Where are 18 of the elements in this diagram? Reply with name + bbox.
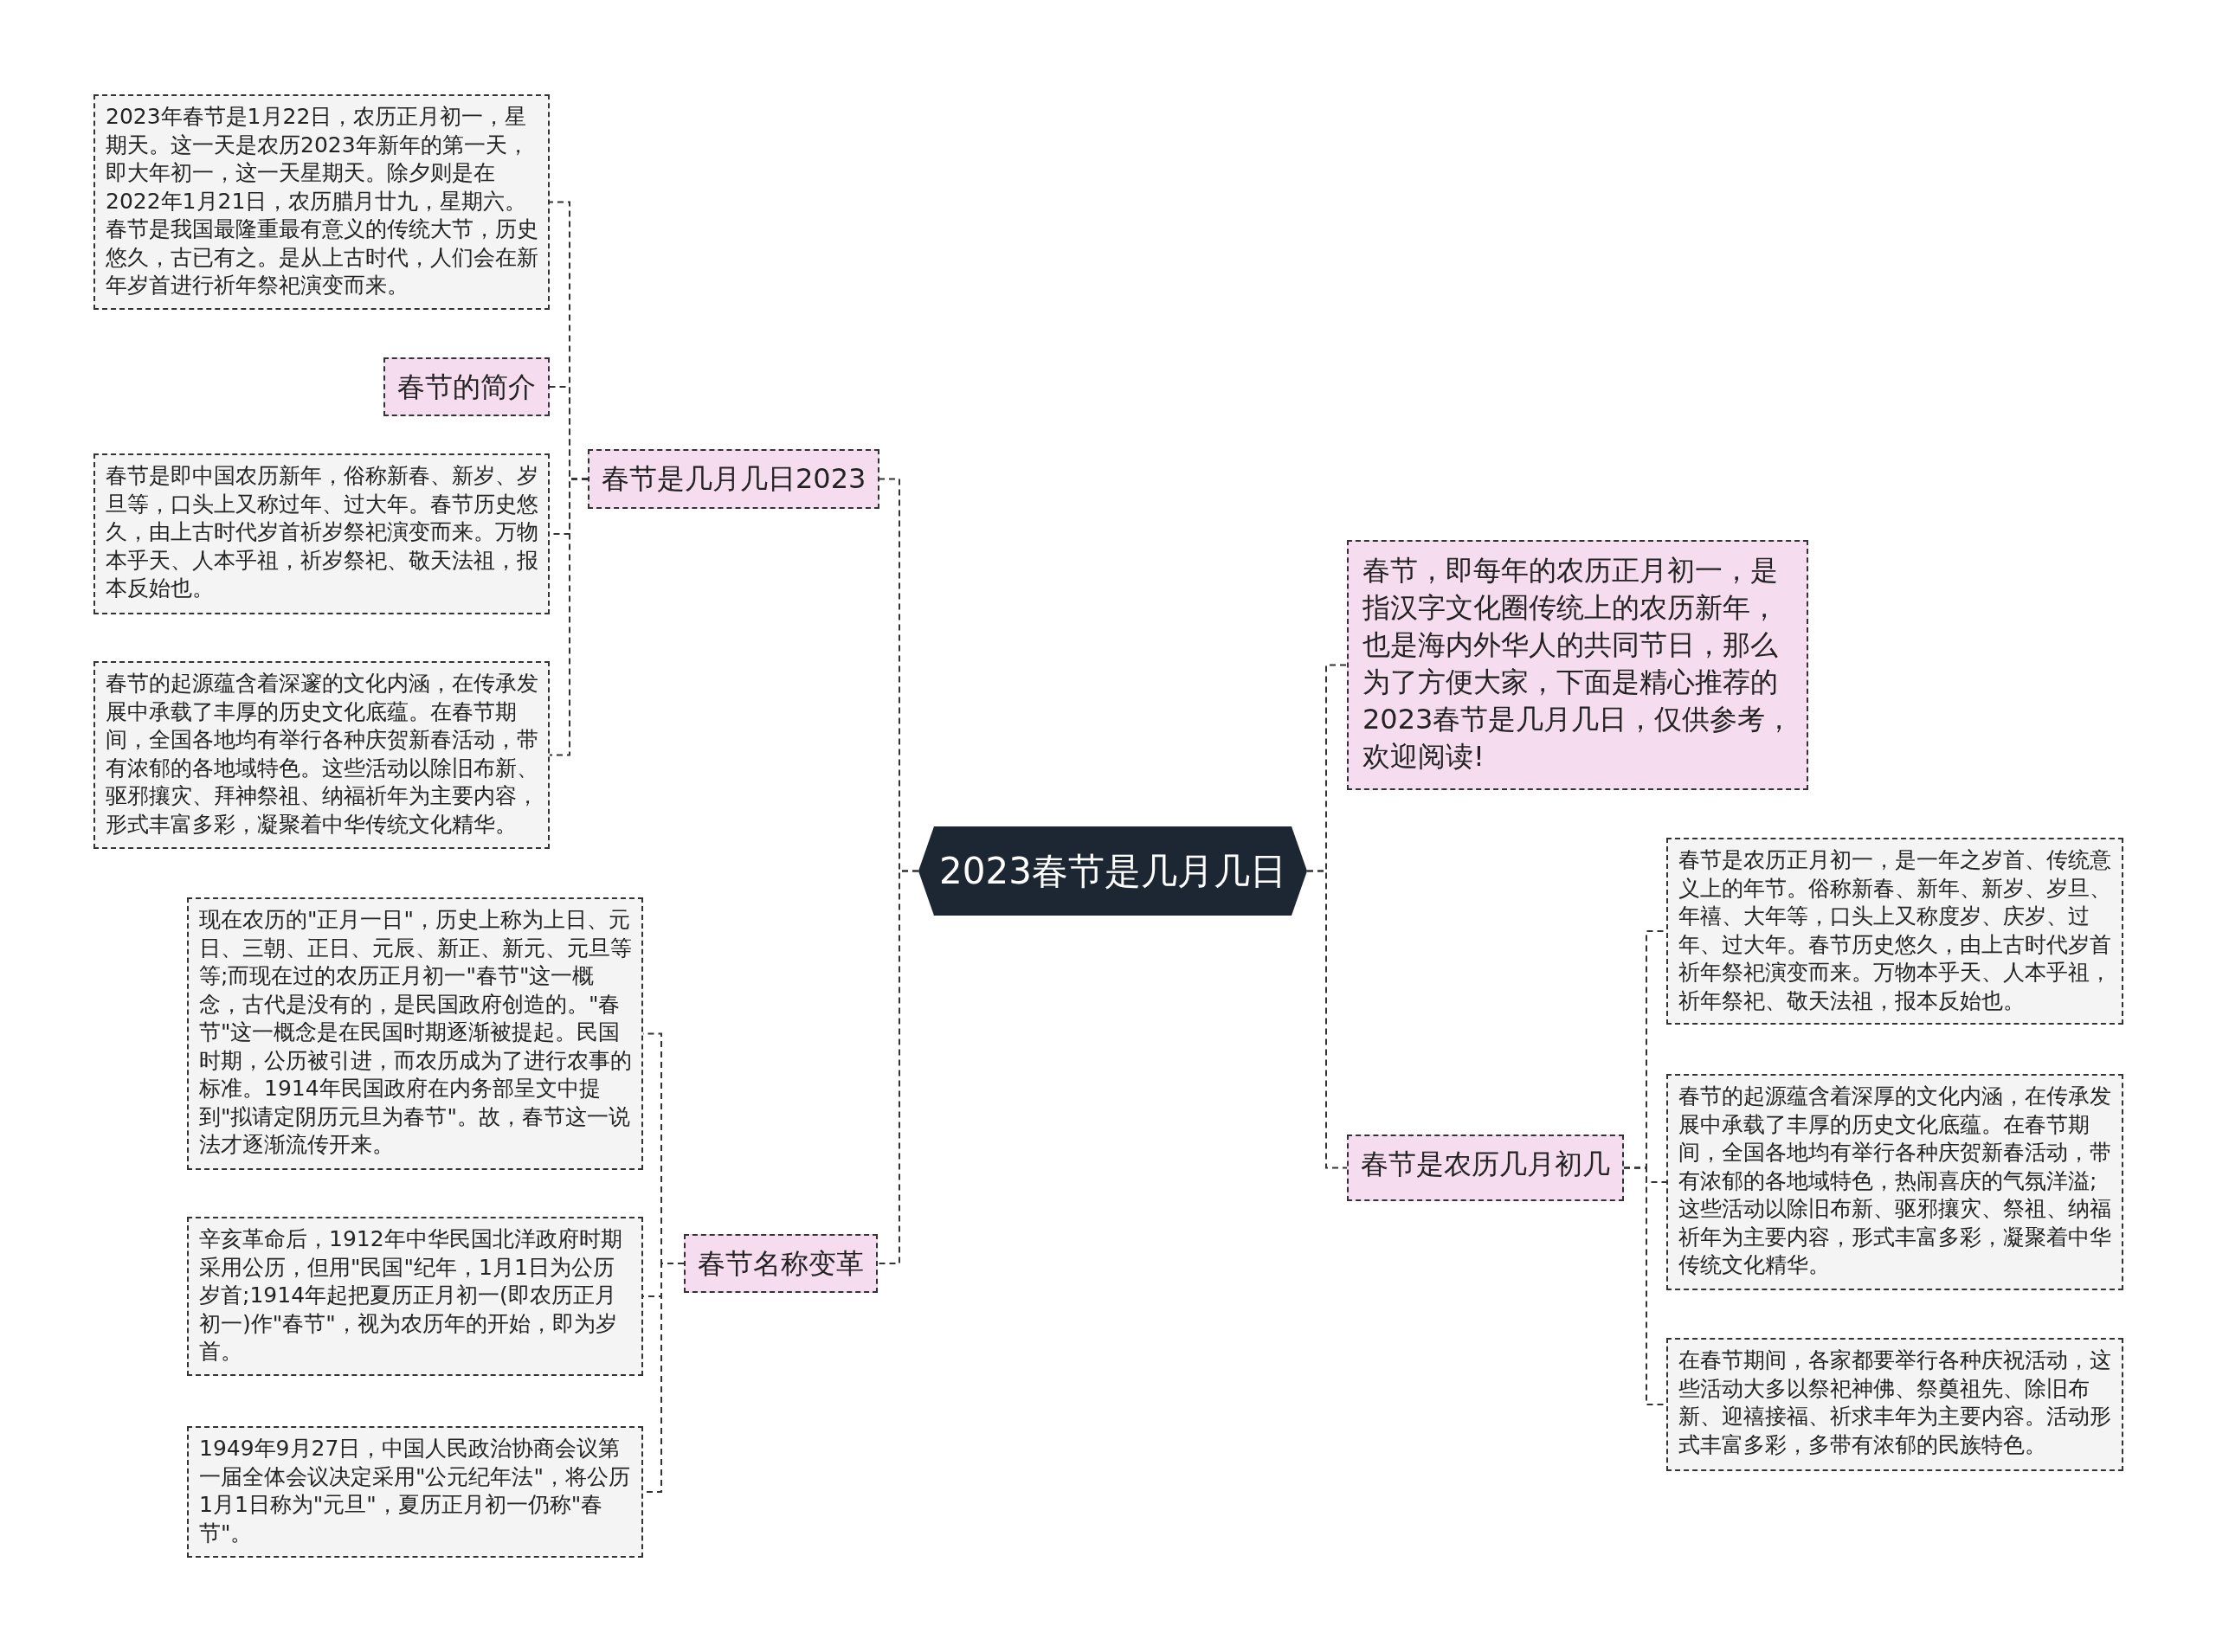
intro-box: 春节，即每年的农历正月初一，是指汉字文化圈传统上的农历新年，也是海内外华人的共同节日，那么为了方便大家，下面是精心推荐的2023春节是几月几日，仅供参考，欢迎阅读! bbox=[1347, 540, 1808, 790]
connector-line bbox=[1306, 870, 1348, 1169]
text-box: 辛亥革命后，1912年中华民国北洋政府时期采用公历，但用"民国"纪年，1月1日为公历岁首;1914年起把夏历正月初一(即农历正月初一)作"春节"，视为农历年的开始，即为岁首。 bbox=[187, 1217, 643, 1376]
topic-box: 春节名称变革 bbox=[684, 1234, 878, 1293]
topic-box: 春节是几月几日2023 bbox=[588, 449, 880, 509]
text-box: 现在农历的"正月一日"，历史上称为上日、元日、三朝、正日、元辰、新正、新元、元旦等等;而现在过的农历正月初一"春节"这一概念，古代是没有的，是民国政府创造的。"春节"这一概念是在民国时期逐渐被提起。民国时期，公历被引进，而农历成为了进行农事的标准。1914年民国政府在内务部呈文中提到"拟请定阴历元旦为春节"。故，春节这一说法才逐渐流传开来。 bbox=[187, 897, 643, 1170]
connector-line bbox=[877, 870, 919, 1264]
text-box: 春节的起源蕴含着深厚的文化内涵，在传承发展中承载了丰厚的历史文化底蕴。在春节期间，全国各地均有举行各种庆贺新春活动，带有浓郁的各地域特色，热闹喜庆的气氛洋溢;这些活动以除旧布新、驱邪攘灾、祭祖、纳福祈年为主要内容，形式丰富多彩，凝聚着中华传统文化精华。 bbox=[1666, 1074, 2123, 1290]
connector-line bbox=[549, 478, 589, 756]
text-box: 春节是即中国农历新年，俗称新春、新岁、岁旦等，口头上又称过年、过大年。春节历史悠久，由上古时代岁首祈岁祭祀演变而来。万物本乎天、人本乎祖，祈岁祭祀、敬天法祖，报本反始也。 bbox=[93, 453, 550, 614]
central-topic-hexagon: 2023春节是几月几日 bbox=[918, 826, 1307, 916]
text-box: 在春节期间，各家都要举行各种庆祝活动，这些活动大多以祭祀神佛、祭奠祖先、除旧布新、迎禧接福、祈求丰年为主要内容。活动形式丰富多彩，多带有浓郁的民族特色。 bbox=[1666, 1338, 2123, 1471]
text-box: 春节是农历正月初一，是一年之岁首、传统意义上的年节。俗称新春、新年、新岁、岁旦、年禧、大年等，口头上又称度岁、庆岁、过年、过大年。春节历史悠久，由上古时代岁首祈年祭祀演变而来。万物本乎天、人本乎祖，祈年祭祀、敬天法祖，报本反始也。 bbox=[1666, 838, 2123, 1025]
text-box: 春节的起源蕴含着深邃的文化内涵，在传承发展中承载了丰厚的历史文化底蕴。在春节期间，全国各地均有举行各种庆贺新春活动，带有浓郁的各地域特色。这些活动以除旧布新、驱邪攘灾、拜神祭祖、纳福祈年为主要内容，形式丰富多彩，凝聚着中华传统文化精华。 bbox=[93, 661, 550, 849]
topic-box: 春节是农历几月初几 bbox=[1347, 1135, 1624, 1201]
topic-box: 春节的简介 bbox=[383, 357, 550, 416]
text-box: 2023年春节是1月22日，农历正月初一，星期天。这一天是农历2023年新年的第一天，即大年初一，这一天星期天。除夕则是在2022年1月21日，农历腊月廿九，星期六。春节是我国最隆重最有意义的传统大节，历史悠久，古已有之。是从上古时代，人们会在新年岁首进行祈年祭祀演变而来。 bbox=[93, 94, 550, 310]
text-box: 1949年9月27日，中国人民政治协商会议第一届全体会议决定采用"公元纪年法"，将公历1月1日称为"元旦"，夏历正月初一仍称"春节"。 bbox=[187, 1426, 643, 1558]
